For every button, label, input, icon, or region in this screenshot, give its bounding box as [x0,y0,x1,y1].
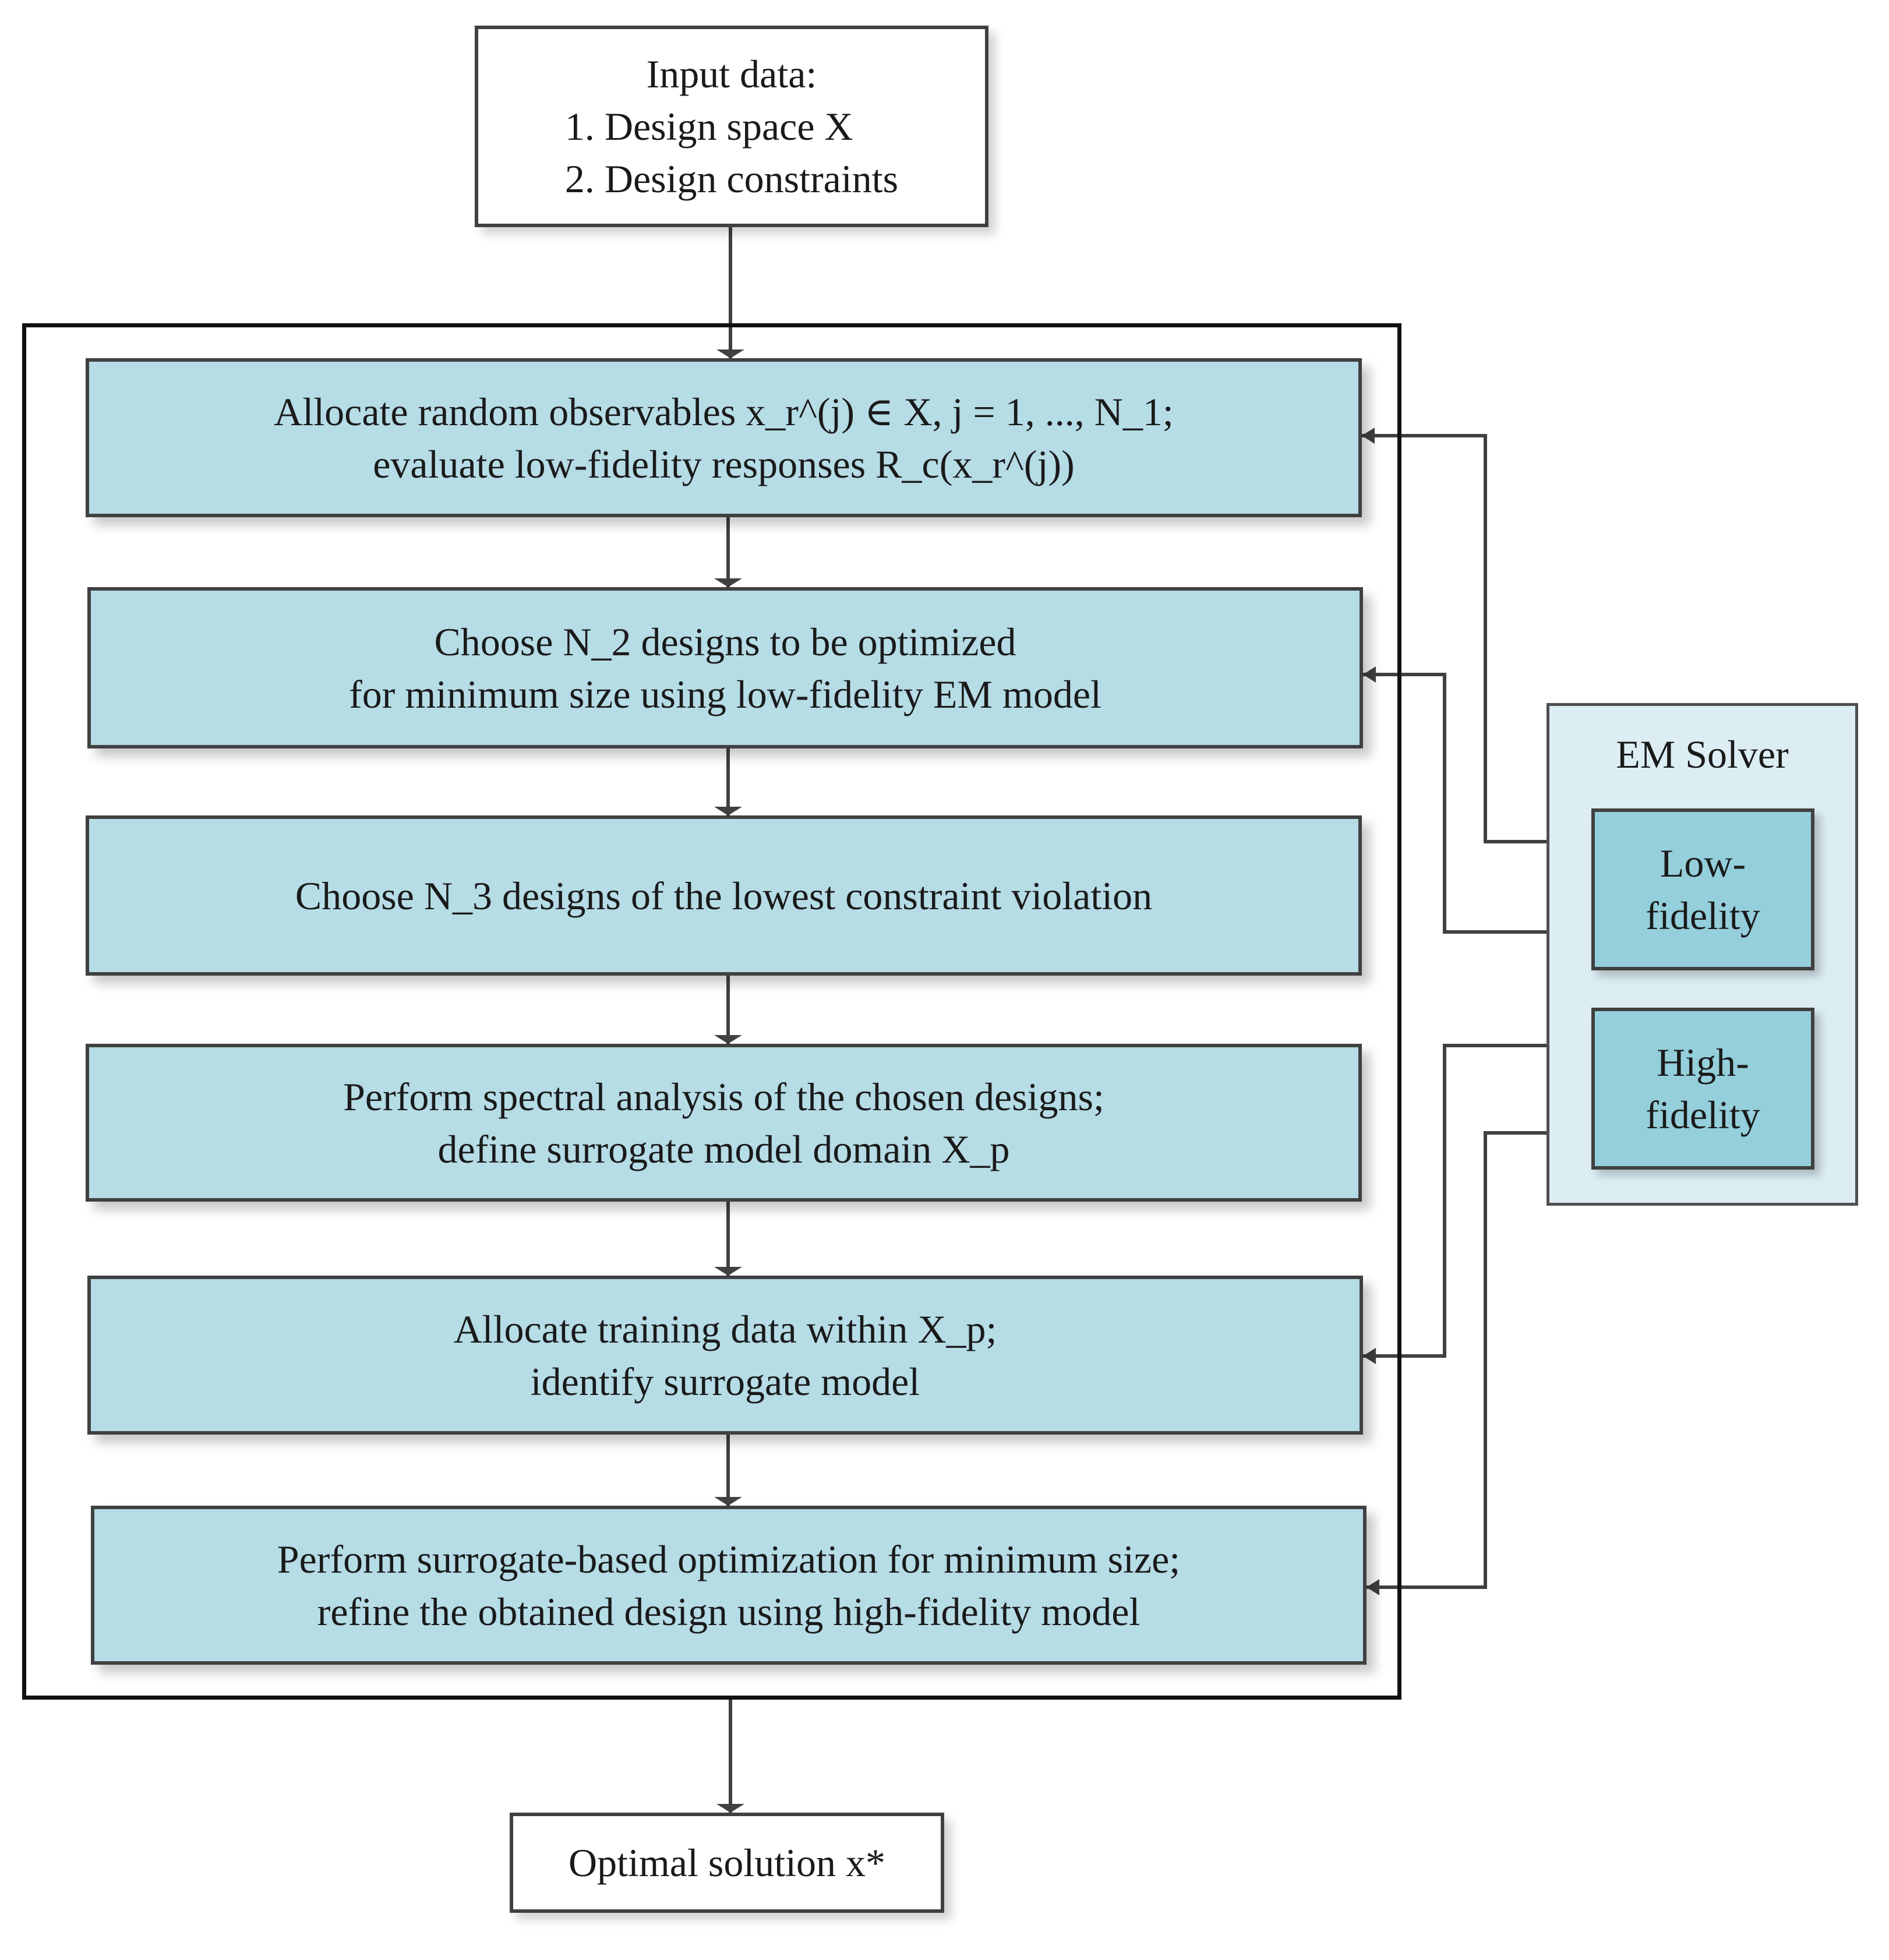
low-fidelity-model-box: Low- fidelity [1591,808,1814,970]
optimal-solution-label: Optimal solution x* [569,1841,885,1885]
link-step1-lowfidelity [1362,434,1591,843]
step-surrogate-optimization: Perform surrogate-based optimization for… [91,1506,1367,1665]
high-fidelity-model-box: High- fidelity [1591,1008,1814,1170]
step-5-line-1: Allocate training data within X_p; [453,1306,997,1351]
step-spectral-analysis: Perform spectral analysis of the chosen … [86,1044,1362,1202]
step-5-line-2: identify surrogate model [530,1359,920,1404]
step-choose-n3-designs: Choose N_3 designs of the lowest constra… [86,815,1362,976]
step-4-line-1: Perform spectral analysis of the chosen … [343,1074,1104,1119]
step-3-line-1: Choose N_3 designs of the lowest constra… [295,873,1153,918]
step-1-line-2: evaluate low-fidelity responses R_c(x_r^… [373,442,1075,486]
process-frame [22,323,1401,1700]
optimal-solution-box: Optimal solution x* [510,1813,944,1913]
input-data-content: Input data: 1. Design space X 2. Design … [565,48,898,205]
high-fidelity-line-2: fidelity [1646,1093,1760,1137]
step-allocate-observables: Allocate random observables x_r^(j) ∈ X,… [86,358,1362,517]
step-choose-n2-designs: Choose N_2 designs to be optimized for m… [87,587,1363,748]
input-data-box: Input data: 1. Design space X 2. Design … [475,26,988,227]
link-step6-highfidelity [1367,1131,1591,1589]
step-2-line-1: Choose N_2 designs to be optimized [434,619,1016,664]
input-data-title: Input data: [646,52,817,96]
link-step5-highfidelity [1363,1044,1591,1358]
step-6-line-2: refine the obtained design using high-fi… [317,1589,1141,1634]
low-fidelity-line-1: Low- [1660,841,1746,885]
em-solver-title: EM Solver [1616,732,1789,776]
step-allocate-training-data: Allocate training data within X_p; ident… [87,1276,1363,1435]
input-data-item-1: 1. Design space X [564,104,853,149]
link-step2-lowfidelity [1363,673,1591,934]
input-data-item-2: 2. Design constraints [564,157,899,201]
step-2-line-2: for minimum size using low-fidelity EM m… [349,672,1101,716]
step-4-line-2: define surrogate model domain X_p [437,1126,1010,1171]
step-6-line-1: Perform surrogate-based optimization for… [277,1537,1181,1581]
high-fidelity-line-1: High- [1657,1040,1749,1085]
low-fidelity-line-2: fidelity [1646,894,1760,938]
step-1-line-1: Allocate random observables x_r^(j) ∈ X,… [274,389,1174,434]
